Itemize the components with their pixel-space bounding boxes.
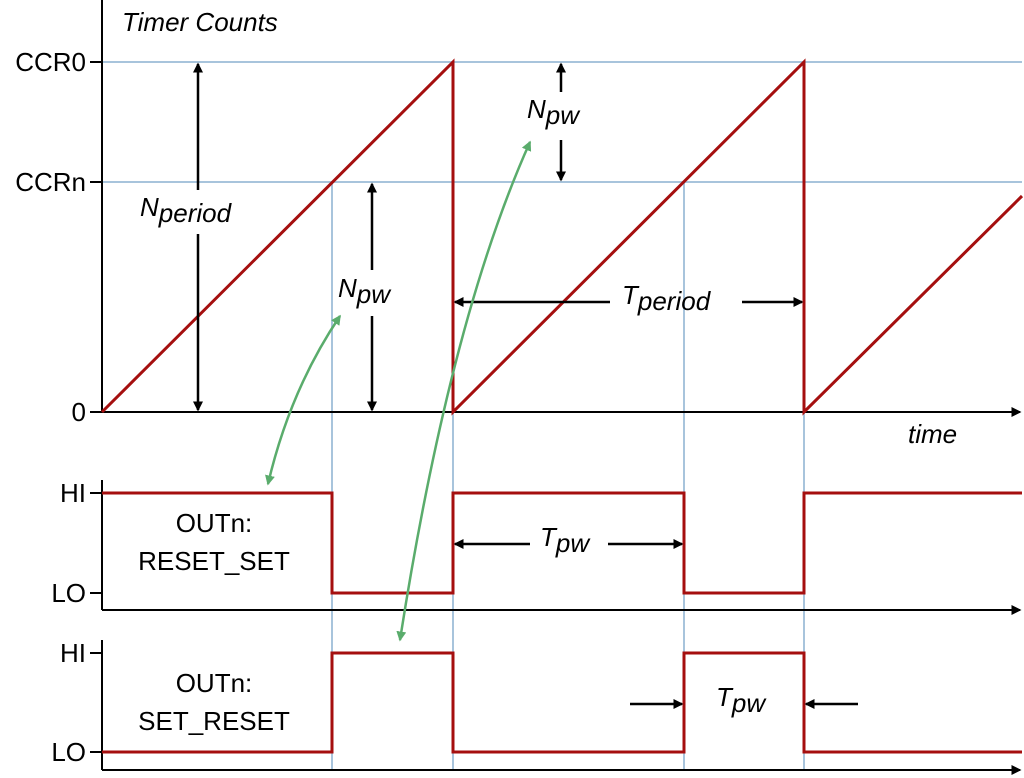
t-pw-label-2: Tpw — [716, 682, 767, 718]
reset-set-waveform — [102, 491, 1022, 595]
t-pw-2-main: T — [716, 682, 734, 712]
set-reset-waveform — [102, 651, 1022, 754]
t-pw-1-sub: pw — [555, 528, 591, 558]
dimension-arrows — [193, 62, 858, 709]
hi-label-1: HI — [60, 478, 86, 508]
n-period-main: N — [140, 192, 159, 222]
link-arrow-npw-to-reset-set — [265, 314, 342, 486]
signals — [100, 58, 1024, 754]
n-pw-label-2: Npw — [527, 94, 581, 130]
t-period-main: T — [622, 280, 640, 310]
axes — [90, 0, 1022, 775]
y-tick-zero: 0 — [72, 397, 86, 427]
n-period-label: Nperiod — [140, 192, 233, 228]
t-pw-1-main: T — [540, 522, 558, 552]
t-period-label: Tperiod — [622, 280, 712, 316]
n-period-sub: period — [158, 198, 233, 228]
n-pw-2-main: N — [527, 94, 546, 124]
waveform-2-name-line1: OUTn: — [176, 668, 253, 698]
lo-label-1: LO — [51, 578, 86, 608]
n-pw-label-1: Npw — [338, 273, 392, 309]
lo-label-2: LO — [51, 737, 86, 767]
n-pw-1-sub: pw — [356, 279, 392, 309]
sawtooth-counter — [100, 58, 1024, 416]
t-pw-label-1: Tpw — [540, 522, 591, 558]
link-arrows — [265, 140, 532, 642]
n-pw-2-sub: pw — [545, 100, 581, 130]
t-period-sub: period — [637, 286, 712, 316]
waveform-2-name-line2: SET_RESET — [138, 706, 290, 736]
t-pw-2-sub: pw — [731, 688, 767, 718]
waveform-1-name-line1: OUTn: — [176, 508, 253, 538]
n-pw-1-main: N — [338, 273, 357, 303]
hi-label-2: HI — [60, 638, 86, 668]
y-tick-ccr0: CCR0 — [15, 47, 86, 77]
link-arrow-npw-to-set-reset — [396, 140, 532, 642]
top-label: Timer Counts — [122, 7, 278, 37]
waveform-1-name-line2: RESET_SET — [138, 546, 290, 576]
y-tick-ccrn: CCRn — [15, 167, 86, 197]
x-axis-label: time — [908, 419, 957, 449]
